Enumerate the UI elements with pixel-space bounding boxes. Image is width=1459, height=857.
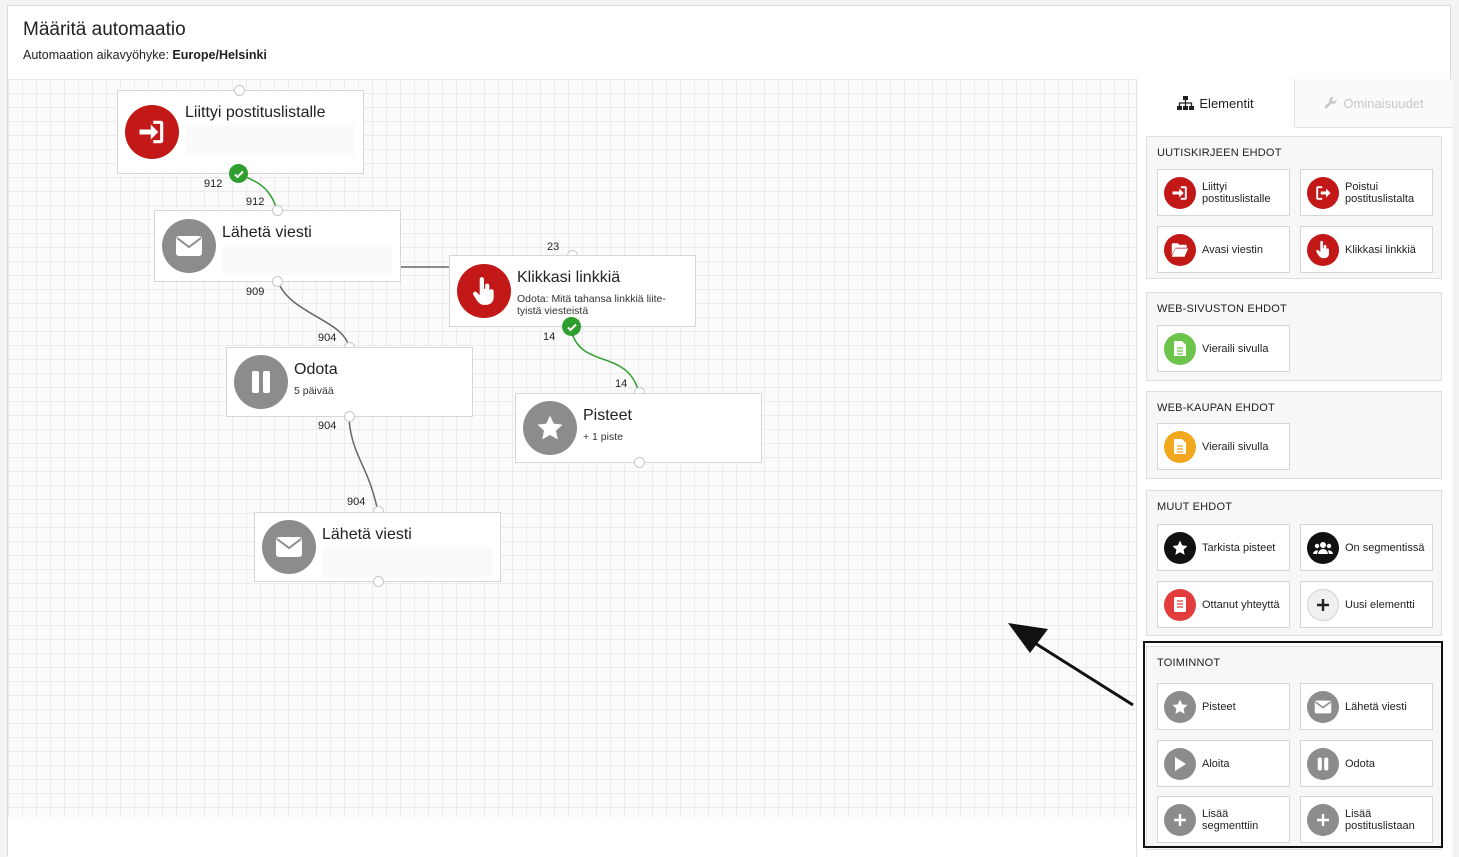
element-contacted[interactable]: Ottanut yhteyttä <box>1157 581 1290 628</box>
wrench-icon <box>1324 96 1338 109</box>
node-points[interactable]: Pisteet + 1 piste <box>515 393 762 463</box>
port-send1-out[interactable] <box>272 276 283 287</box>
wire-wait-send2 <box>348 419 379 513</box>
star-icon <box>1164 531 1196 564</box>
users-icon <box>1307 531 1339 564</box>
element-visited-page[interactable]: Vieraili sivulla <box>1157 423 1290 470</box>
action-send-message[interactable]: Lähetä viesti <box>1300 683 1433 730</box>
node-joined-list[interactable]: Liittyi postituslistalle <box>117 90 364 174</box>
group-actions: TOIMINNOT Pisteet Lähetä viesti Aloita O… <box>1146 646 1442 850</box>
sign-in-icon <box>1164 176 1196 209</box>
timezone-value: Europe/Helsinki <box>172 48 267 62</box>
element-visited-page[interactable]: Vieraili sivulla <box>1157 325 1290 372</box>
automation-canvas[interactable]: Liittyi postituslistalle 912 Lähetä vies… <box>8 79 1136 817</box>
check-icon <box>229 164 248 183</box>
group-title: WEB-KAUPAN EHDOT <box>1157 402 1275 414</box>
action-wait[interactable]: Odota <box>1300 740 1433 787</box>
pause-icon <box>234 355 288 409</box>
star-icon <box>523 401 577 455</box>
form-icon <box>1164 588 1196 621</box>
actions-highlight-box <box>1143 641 1443 848</box>
action-add-to-segment[interactable]: Lisää segmenttiin <box>1157 796 1290 843</box>
action-points[interactable]: Pisteet <box>1157 683 1290 730</box>
envelope-icon <box>162 219 216 273</box>
annotation-arrow <box>1008 623 1134 707</box>
plus-icon <box>1307 588 1339 621</box>
node-subtitle: Odota: Mitä tahansa linkkiä liite-tyistä… <box>517 293 666 317</box>
pointer-hand-icon <box>457 264 511 318</box>
count-label: 14 <box>543 331 556 343</box>
element-left-list[interactable]: Poistui postituslistalta <box>1300 169 1433 216</box>
node-title: Odota <box>294 361 338 378</box>
automation-editor: Määritä automaatio Automaation aikavyöhy… <box>7 5 1453 857</box>
sign-out-icon <box>1307 176 1339 209</box>
folder-open-icon <box>1164 233 1196 266</box>
element-in-segment[interactable]: On segmentissä <box>1300 524 1433 571</box>
page-title: Määritä automaatio <box>23 19 186 40</box>
port-wait-out[interactable] <box>344 411 355 422</box>
document-icon <box>1164 332 1196 365</box>
count-label: 909 <box>246 286 265 298</box>
group-webshop-conditions: WEB-KAUPAN EHDOT Vieraili sivulla <box>1146 391 1442 479</box>
star-icon <box>1164 690 1196 723</box>
element-joined-list[interactable]: Liittyi postituslistalle <box>1157 169 1290 216</box>
sign-in-icon <box>125 105 179 159</box>
count-label: 904 <box>318 420 337 432</box>
timezone-label: Automaation aikavyöhyke: <box>23 48 169 62</box>
envelope-icon <box>262 520 316 574</box>
envelope-icon <box>1307 690 1339 723</box>
count-label: 912 <box>204 178 223 190</box>
port-send1-in[interactable] <box>272 205 283 216</box>
element-opened-message[interactable]: Avasi viestin <box>1157 226 1290 273</box>
group-website-conditions: WEB-SIVUSTON EHDOT Vieraili sivulla <box>1146 292 1442 381</box>
node-send-message[interactable]: Lähetä viesti <box>154 210 401 282</box>
tab-elements[interactable]: Elementit <box>1137 79 1295 127</box>
check-icon <box>562 317 581 336</box>
node-title: Klikkasi linkkiä <box>517 269 621 286</box>
group-title: WEB-SIVUSTON EHDOT <box>1157 303 1287 315</box>
node-clicked-link[interactable]: Klikkasi linkkiä Odota: Mitä tahansa lin… <box>449 255 696 327</box>
sidebar-tabs: Elementit Ominaisuudet <box>1137 79 1453 128</box>
element-clicked-link[interactable]: Klikkasi linkkiä <box>1300 226 1433 273</box>
count-label: 904 <box>318 332 337 344</box>
port-joined-in[interactable] <box>234 85 245 96</box>
wire-clicked-points <box>571 332 640 394</box>
port-points-out[interactable] <box>634 457 645 468</box>
count-label: 904 <box>347 496 366 508</box>
timezone-info: Automaation aikavyöhyke: Europe/Helsinki <box>23 48 267 62</box>
node-title: Lähetä viesti <box>322 526 412 543</box>
pointer-hand-icon <box>1307 233 1339 266</box>
sitemap-icon <box>1177 96 1195 110</box>
node-subtitle: 5 päivää <box>294 385 334 397</box>
node-wait[interactable]: Odota 5 päivää <box>226 347 473 417</box>
node-subtitle: + 1 piste <box>583 431 623 443</box>
group-title: UUTISKIRJEEN EHDOT <box>1157 147 1282 159</box>
group-title: MUUT EHDOT <box>1157 501 1233 513</box>
wire-send1-wait <box>276 278 350 348</box>
node-title: Lähetä viesti <box>222 224 312 241</box>
group-newsletter-conditions: UUTISKIRJEEN EHDOT Liittyi postituslista… <box>1146 136 1442 279</box>
node-send-message[interactable]: Lähetä viesti <box>254 512 501 582</box>
tab-properties[interactable]: Ominaisuudet <box>1295 79 1453 128</box>
port-send2-out[interactable] <box>373 576 384 587</box>
node-title: Liittyi postituslistalle <box>185 104 326 121</box>
page-header: Määritä automaatio Automaation aikavyöhy… <box>8 6 1450 80</box>
play-icon <box>1164 747 1196 780</box>
action-add-to-list[interactable]: Lisää postituslistaan <box>1300 796 1433 843</box>
element-check-points[interactable]: Tarkista pisteet <box>1157 524 1290 571</box>
plus-icon <box>1164 803 1196 836</box>
element-new-element[interactable]: Uusi elementti <box>1300 581 1433 628</box>
plus-icon <box>1307 803 1339 836</box>
group-other-conditions: MUUT EHDOT Tarkista pisteet On segmentis… <box>1146 490 1442 636</box>
count-label: 23 <box>547 241 560 253</box>
node-title: Pisteet <box>583 407 632 424</box>
document-icon <box>1164 430 1196 463</box>
pause-icon <box>1307 747 1339 780</box>
action-start[interactable]: Aloita <box>1157 740 1290 787</box>
element-sidebar: Elementit Ominaisuudet UUTISKIRJEEN EHDO… <box>1136 79 1453 857</box>
group-title: TOIMINNOT <box>1157 657 1221 669</box>
connection-wires <box>238 173 640 513</box>
count-label: 14 <box>615 378 628 390</box>
count-label: 912 <box>246 196 265 208</box>
